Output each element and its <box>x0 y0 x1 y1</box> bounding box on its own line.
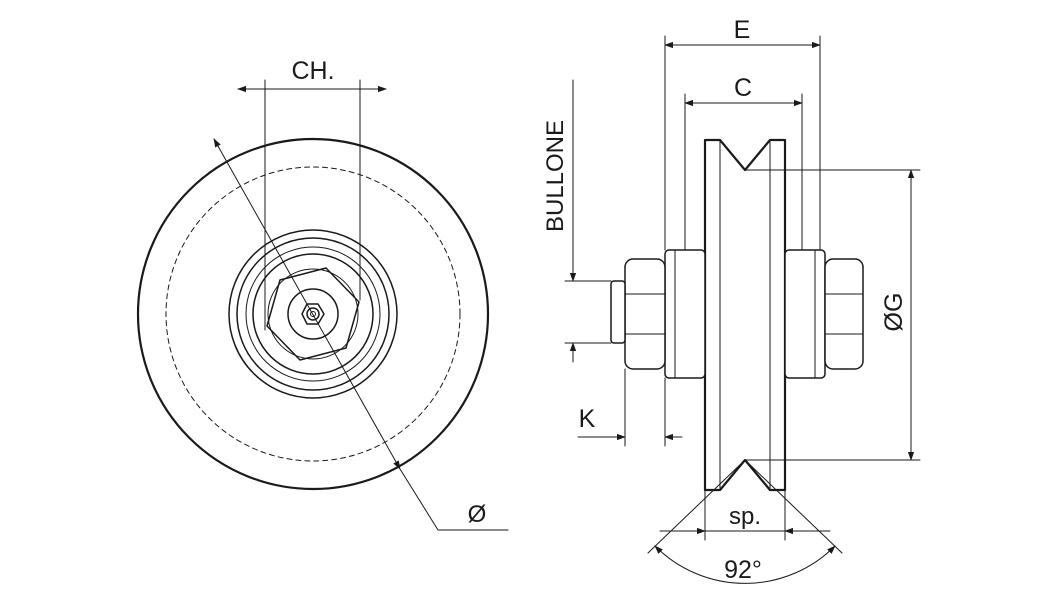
diameter-leader-line <box>213 138 401 470</box>
label-bullone: BULLONE <box>542 120 569 232</box>
label-k: K <box>579 405 596 433</box>
front-view: CH. Ø <box>136 57 509 531</box>
angle-extension-right <box>744 459 843 554</box>
label-ch: CH. <box>291 57 334 85</box>
angle-arc <box>654 545 836 584</box>
right-bearing <box>784 249 826 379</box>
wheel-profile <box>703 138 787 492</box>
left-bearing <box>664 249 706 379</box>
label-e: E <box>734 16 751 44</box>
right-nut <box>824 258 864 370</box>
left-nut <box>624 258 666 370</box>
label-sp: sp. <box>729 503 761 530</box>
label-c: C <box>734 74 752 102</box>
side-view: E C ØG BULLONE K sp. 92° <box>542 16 921 584</box>
label-g: ØG <box>880 293 908 332</box>
angle-extension-left <box>647 459 746 554</box>
label-angle: 92° <box>724 556 762 584</box>
label-diameter: Ø <box>468 501 487 528</box>
bolt-shank-stub <box>610 280 626 344</box>
groove-dashed-circle <box>165 166 461 462</box>
diameter-leader-tail <box>399 468 509 531</box>
